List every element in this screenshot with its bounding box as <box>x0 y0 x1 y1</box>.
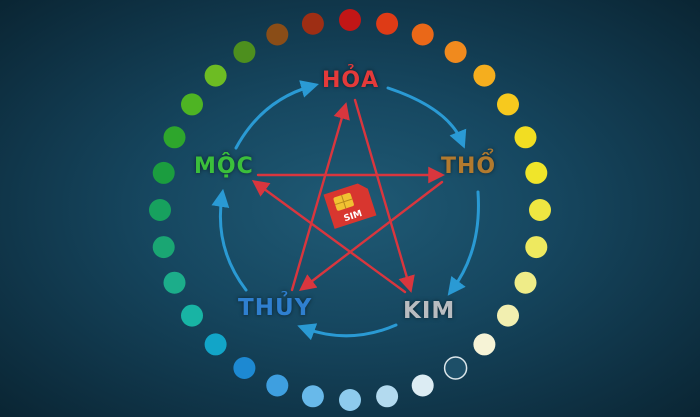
color-dot <box>497 304 519 327</box>
color-dot <box>411 374 434 397</box>
sim-card-icon: SIM <box>323 183 377 229</box>
color-dot <box>443 356 468 380</box>
color-dot <box>181 93 203 116</box>
arrow-kim-to-moc <box>251 180 407 294</box>
overcoming-star-arrows <box>251 98 446 294</box>
color-dot <box>181 304 203 327</box>
color-dot-ring <box>149 9 551 411</box>
generating-cycle-arrows <box>211 80 480 341</box>
color-dot <box>411 23 434 46</box>
color-dot <box>152 236 175 259</box>
color-dot <box>497 93 519 116</box>
color-dot <box>163 126 186 149</box>
arrow-thuy-to-moc <box>211 188 248 292</box>
color-dot <box>525 161 548 184</box>
color-dot <box>444 41 467 63</box>
label-moc: MỘC <box>194 154 254 179</box>
color-dot <box>266 23 289 46</box>
color-dot <box>266 374 289 397</box>
color-dot <box>473 333 496 356</box>
color-dot <box>529 199 551 221</box>
arrow-tho-to-kim <box>447 190 480 296</box>
color-dot <box>514 271 537 294</box>
color-dot <box>376 12 399 35</box>
color-dot <box>204 64 227 87</box>
arrow-moc-to-hoa <box>234 80 319 150</box>
label-kim: KIM <box>403 298 456 324</box>
label-thuy: THỦY <box>238 295 313 321</box>
label-hoa: HỎA <box>322 68 380 93</box>
color-dot <box>233 41 256 63</box>
arrow-thuy-to-hoa <box>290 102 350 292</box>
color-dot <box>152 161 175 184</box>
color-dot <box>301 385 324 408</box>
color-dot <box>339 9 361 31</box>
color-dot <box>233 357 256 379</box>
color-dot <box>514 126 537 149</box>
color-dot <box>163 271 186 294</box>
color-dot <box>149 199 171 221</box>
arrow-tho-to-thuy <box>298 180 444 292</box>
color-dot <box>473 64 496 87</box>
color-dot <box>301 12 324 35</box>
arrow-kim-to-thuy <box>297 323 398 341</box>
color-dot <box>525 236 548 259</box>
arrow-hoa-to-kim <box>353 98 415 293</box>
color-dot <box>376 385 399 408</box>
label-tho: THỔ <box>441 154 497 179</box>
color-dot <box>339 389 361 411</box>
color-dot <box>204 333 227 356</box>
arrow-hoa-to-tho <box>386 86 467 149</box>
